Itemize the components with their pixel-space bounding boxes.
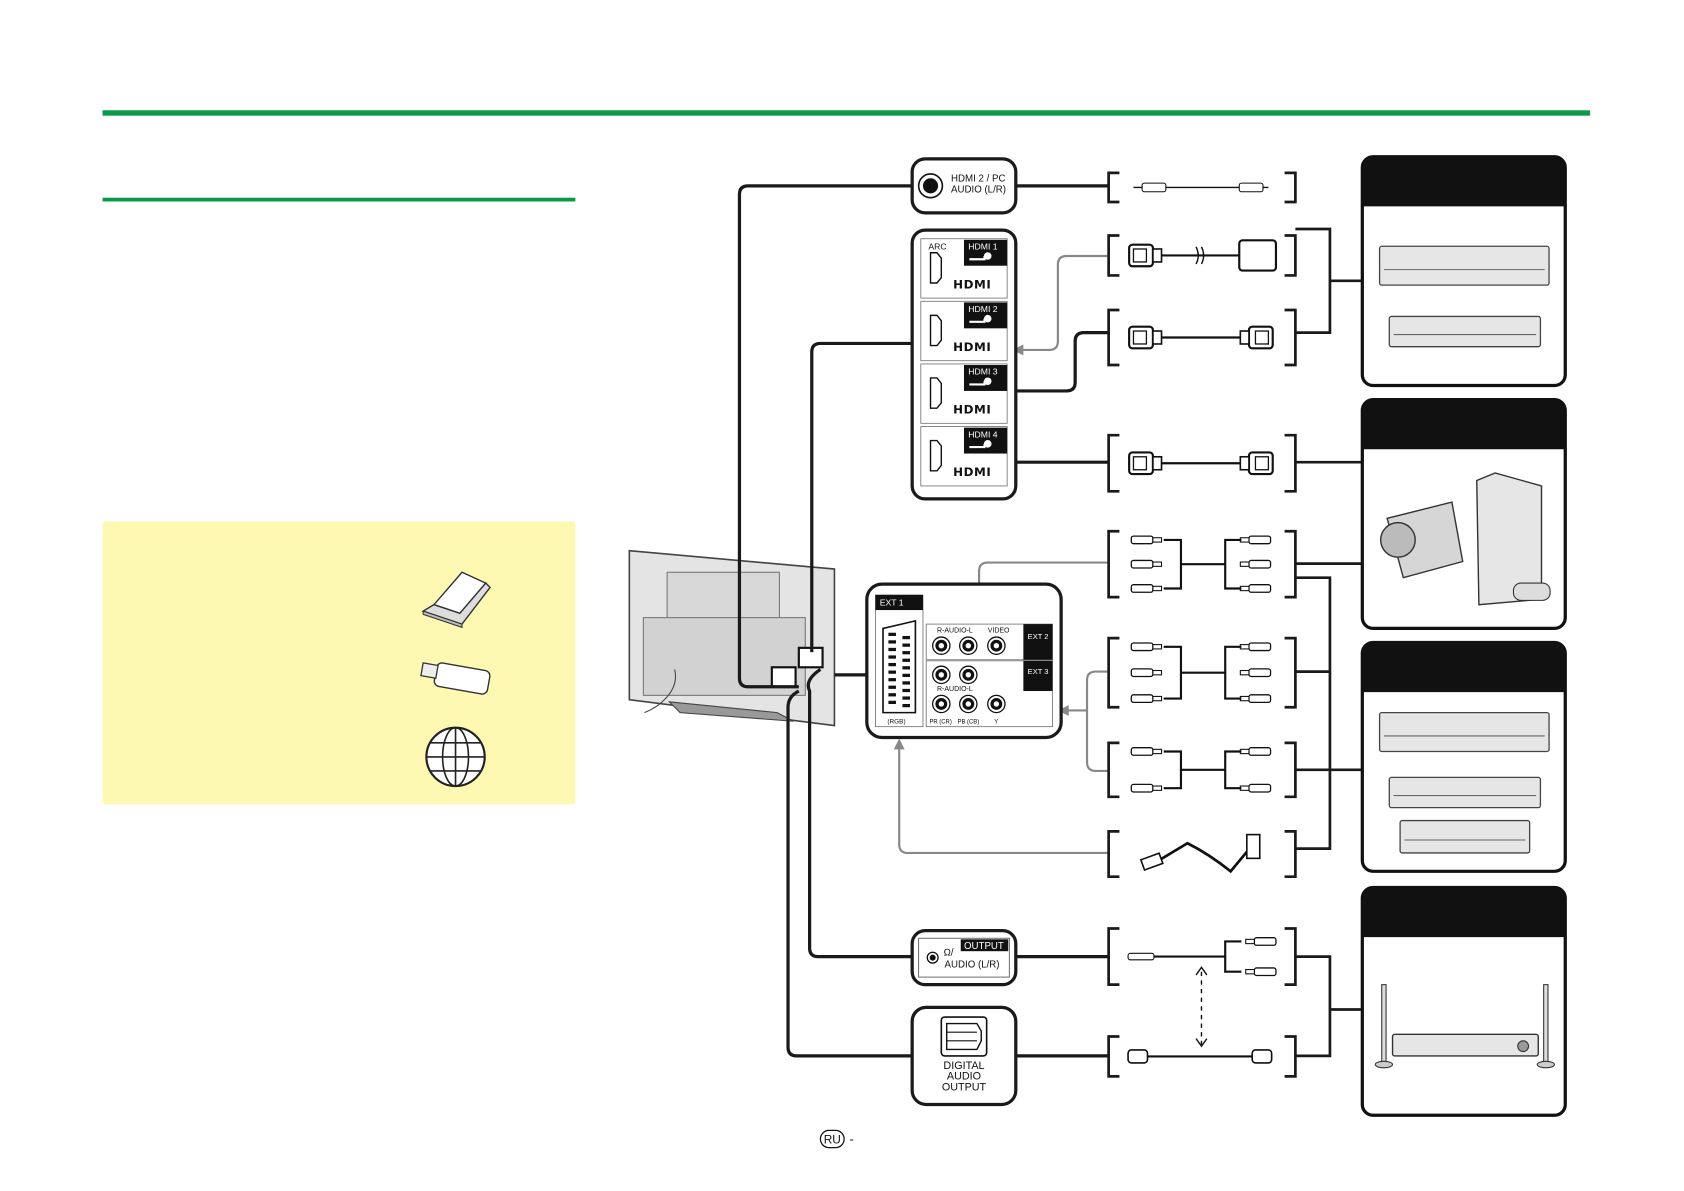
ext2-audio-l-jack [959,636,978,655]
tv-rear-illustration [628,549,836,727]
tv-connection-lines [737,184,1109,1058]
ext-terminal-panel: EXT 1 (RGB) EXT 2 EXT 3 R-AUDIO-L VIDEO … [865,582,1063,740]
device-panel-players [1360,155,1567,388]
y-jack [987,694,1006,714]
device-connection-lines [1295,227,1363,1058]
hdmi-port-label: HDMI 2 [968,304,997,314]
gray-connection-lines [898,254,1109,855]
hdmi-dvi-cable [1107,234,1297,277]
mini-jack-cable [1107,171,1297,204]
scart-cable [1107,830,1297,879]
top-green-rule [102,110,1591,116]
hdmi-cable-2 [1107,433,1297,493]
audio-cable [1107,741,1297,799]
arc-label: ARC [928,242,946,252]
audio-bottom-label: R-AUDIO-L [937,686,973,693]
hdmi-logo: HDMI [953,340,991,354]
dvd-recorder-icon [1388,776,1542,809]
hdmi-port-label: HDMI 4 [968,429,997,439]
bluray-player-icon [1378,245,1550,286]
ext3-audio-r-jack [932,665,951,685]
headphone-label: Ω/ [943,948,953,959]
digital-label-1: DIGITAL [943,1060,984,1072]
pr-jack [932,694,951,714]
digital-label-2: AUDIO [947,1071,981,1083]
output-audio-label: AUDIO (L/R) [945,959,1000,970]
device-panel-camcorder-console [1360,397,1567,631]
hdmi-port-4: HDMI 4 HDMI [920,426,1008,487]
av-cable [1107,529,1297,599]
ext2-audio-r-jack [932,636,951,655]
device-panel-audio-system [1360,885,1567,1117]
pc-audio-terminal: HDMI 2 / PC AUDIO (L/R) [910,157,1018,215]
home-theater-icon [1374,984,1556,1069]
pb-jack [959,694,978,714]
hdmi-port-2: HDMI 2 HDMI [920,300,1008,362]
audio-top-label: R-AUDIO-L [937,628,973,635]
scart-socket [882,619,917,714]
globe-icon [425,726,486,788]
vcr-icon [1399,819,1531,854]
region-badge: RU [824,1132,841,1146]
hdmi-logo: HDMI [953,277,991,291]
ext3-audio-l-jack [959,665,978,685]
pc-audio-label-line1: HDMI 2 / PC [951,174,1005,185]
component-cable [1107,636,1297,709]
output-badge: OUTPUT [964,941,1004,952]
digital-audio-output-terminal: DIGITAL AUDIO OUTPUT [910,1005,1018,1107]
alternative-arrow [1195,966,1208,1048]
game-console-icon [1476,472,1551,606]
pc-audio-label-line2: AUDIO (L/R) [951,184,1006,195]
page-number-dash: - [850,1131,854,1146]
video-label: VIDEO [988,628,1010,635]
ext1-label: EXT 1 [880,598,904,608]
hdmi-port-3: HDMI 3 HDMI [920,363,1008,424]
camcorder-icon [1379,501,1464,579]
usb-stick-icon [420,662,491,695]
cable-list [1107,171,1297,1078]
note-box [102,521,576,805]
audio-output-terminal: OUTPUT Ω/ AUDIO (L/R) [910,929,1018,987]
digital-label-3: OUTPUT [942,1081,987,1093]
audio-output-cable [1107,927,1297,987]
rgb-label: (RGB) [887,718,905,725]
hdmi-port-label: HDMI 1 [968,242,997,252]
hdmi-cable-1 [1107,308,1297,367]
section-green-rule [102,197,576,202]
pb-label: PB (CB) [958,719,980,725]
ext2-label: EXT 2 [1028,632,1049,641]
ext2-video-jack [987,636,1006,655]
hdmi-port-1: HDMI 1 HDMI ARC [920,238,1008,299]
dvd-player-icon [1388,315,1542,348]
hdmi-logo: HDMI [953,403,991,417]
page-footer: RU - [819,1129,854,1149]
y-label: Y [994,719,998,725]
hdmi-logo: HDMI [953,465,991,479]
pr-label: PR (CR) [929,719,951,725]
device-panel-recorders [1360,640,1567,873]
bluray-recorder-icon [1378,711,1550,753]
laptop-icon [421,571,492,629]
ext3-label: EXT 3 [1028,667,1049,676]
hdmi-port-label: HDMI 3 [968,367,997,377]
